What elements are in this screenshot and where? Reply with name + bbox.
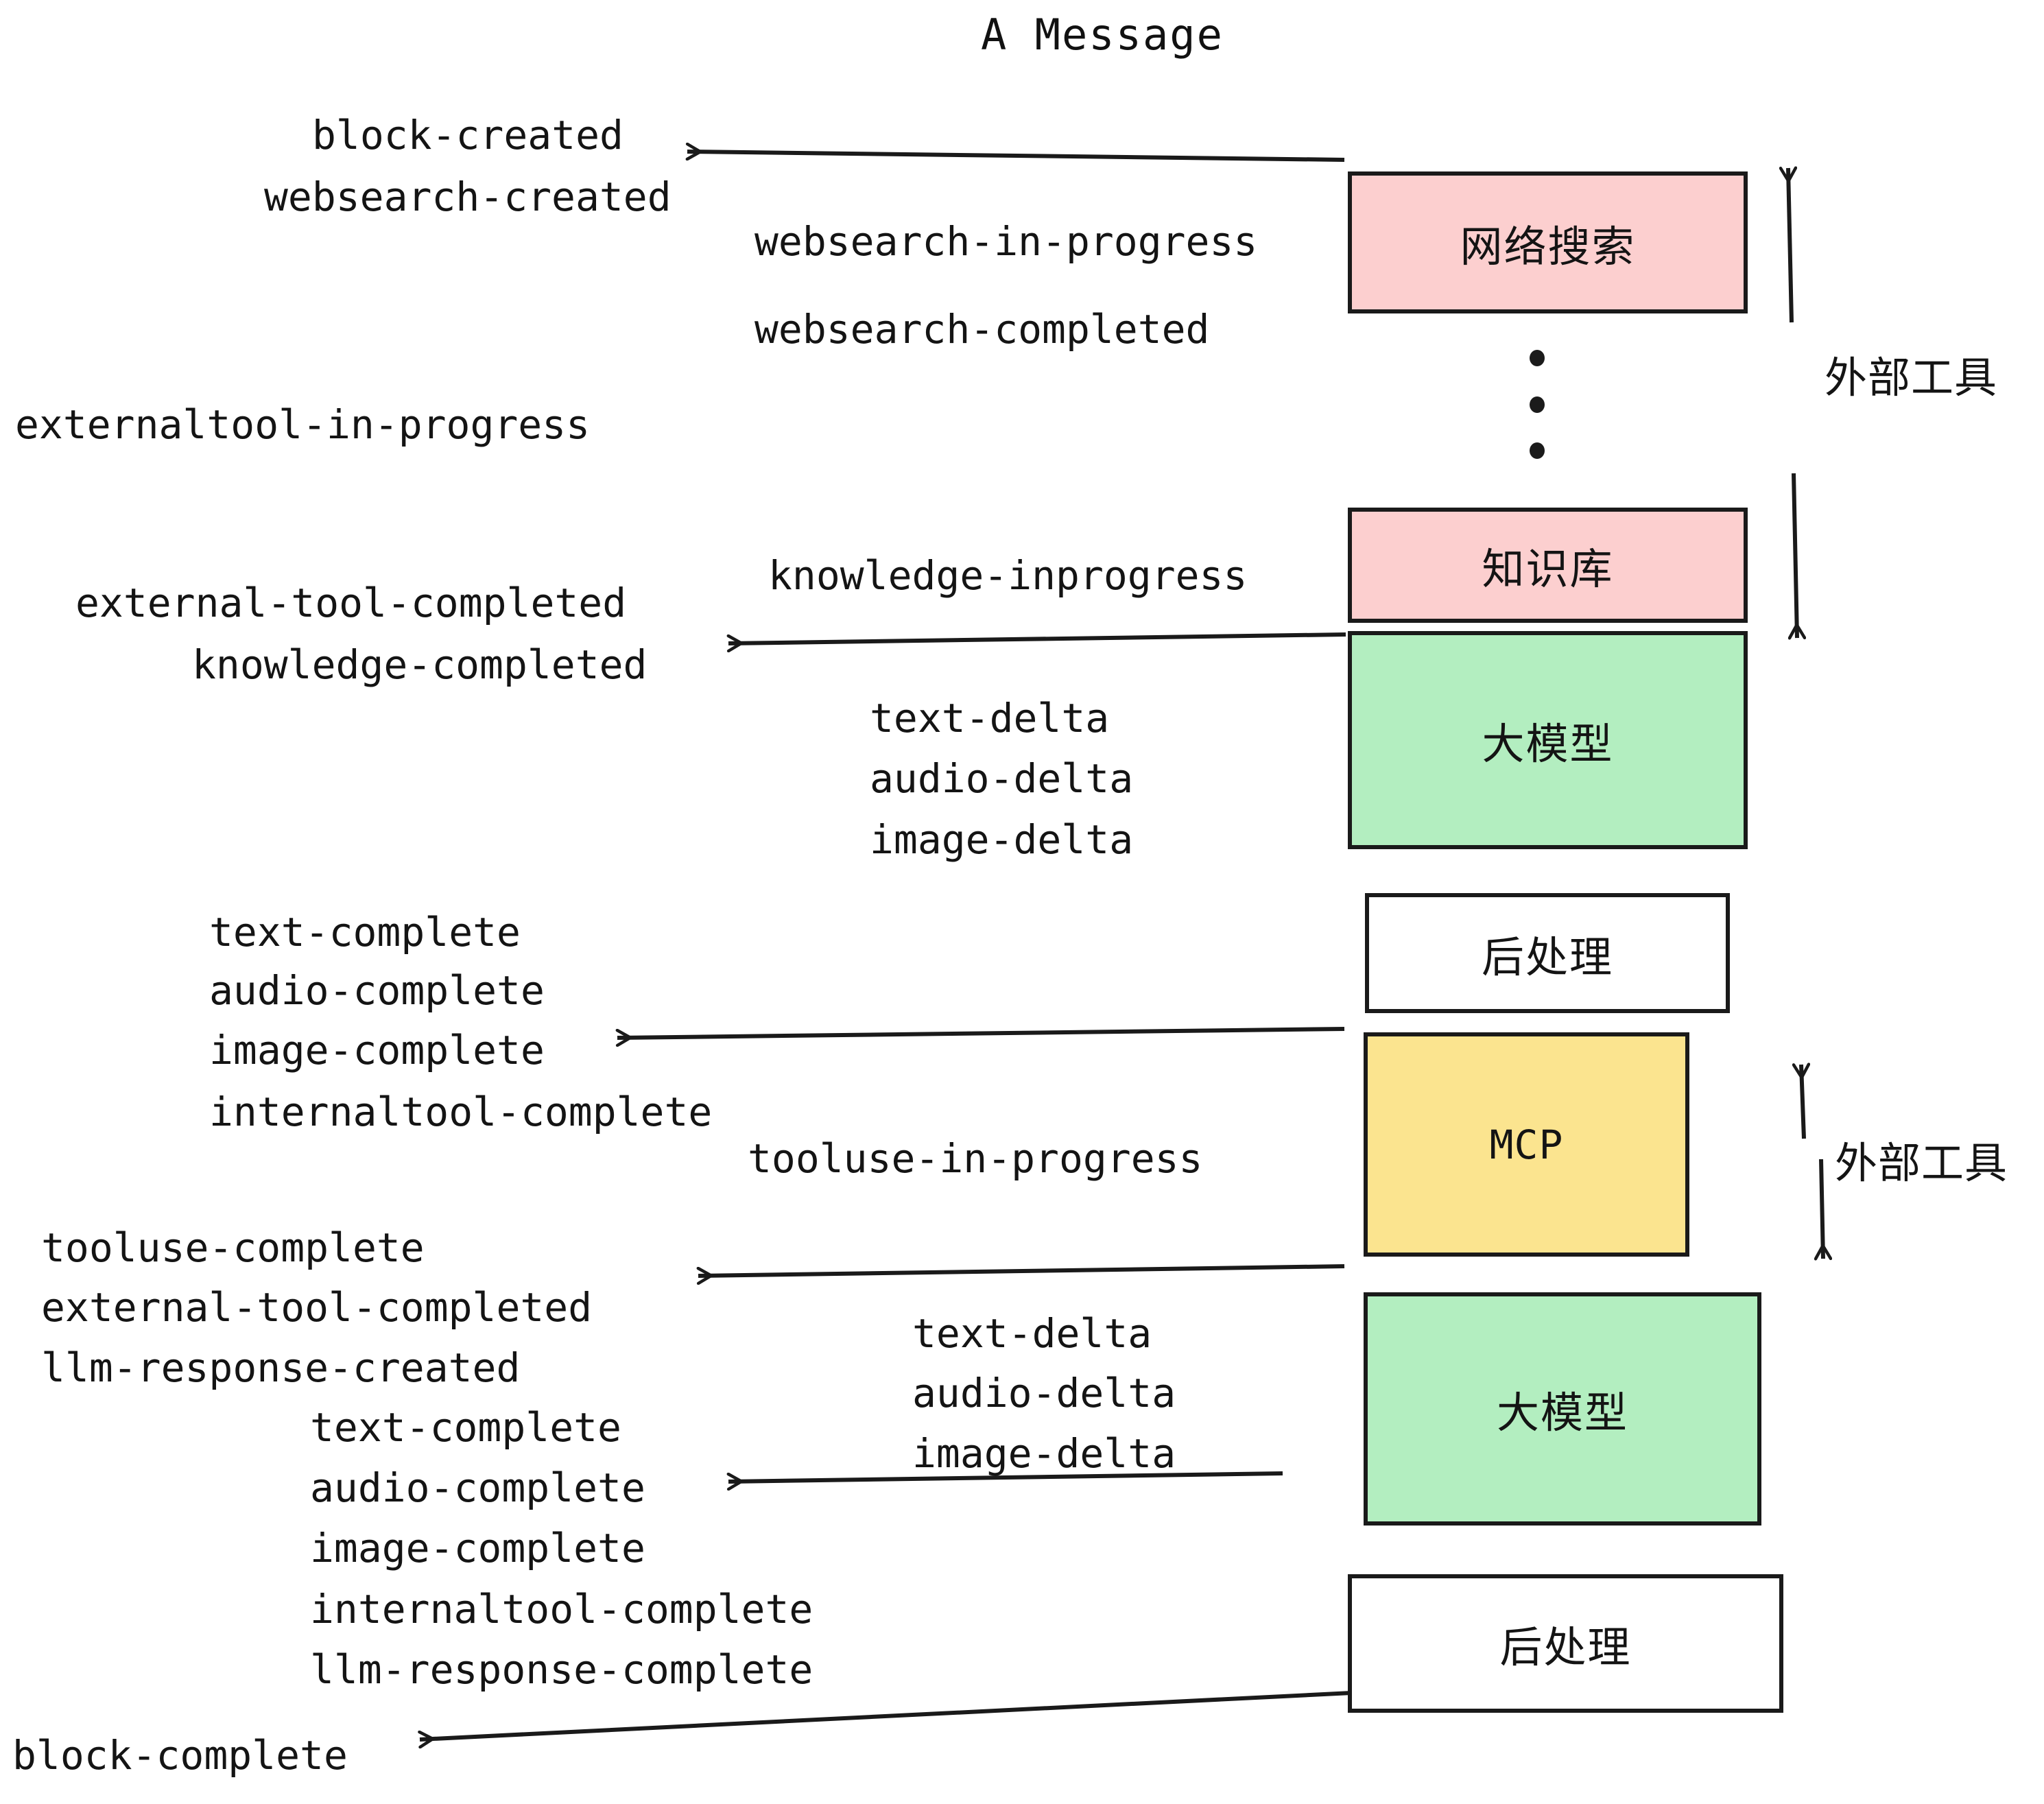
event-text-delta-1: text-delta	[870, 695, 1110, 741]
node-postprocess-2[interactable]: 后处理	[1348, 1574, 1783, 1713]
event-text-complete-1: text-complete	[209, 909, 521, 956]
event-tooluse-complete: tooluse-complete	[41, 1224, 425, 1271]
event-websearch-completed: websearch-completed	[754, 306, 1210, 353]
node-knowledge-label: 知识库	[1482, 544, 1614, 594]
external-tools-label-top: 外部工具	[1825, 353, 1998, 403]
event-image-delta-1: image-delta	[870, 816, 1134, 863]
event-tooluse-in-progress: tooluse-in-progress	[748, 1135, 1203, 1182]
event-block-complete: block-complete	[12, 1732, 348, 1779]
node-llm-1-label: 大模型	[1482, 719, 1614, 769]
event-llm-response-complete: llm-response-complete	[310, 1646, 813, 1693]
node-mcp[interactable]: MCP	[1364, 1032, 1689, 1257]
node-llm-2[interactable]: 大模型	[1364, 1292, 1761, 1526]
event-audio-delta-2: audio-delta	[912, 1370, 1176, 1416]
event-knowledge-inprogress: knowledge-inprogress	[768, 552, 1248, 599]
external-tools-label-bottom: 外部工具	[1835, 1138, 2008, 1188]
event-llm-response-created: llm-response-created	[41, 1344, 521, 1391]
node-mcp-label: MCP	[1489, 1121, 1564, 1168]
event-internaltool-complete-1: internaltool-complete	[209, 1089, 713, 1135]
event-image-delta-2: image-delta	[912, 1430, 1176, 1477]
event-external-tool-completed-2: external-tool-completed	[41, 1284, 593, 1331]
bracket-external-tools-bottom-up	[1801, 1065, 1804, 1139]
event-websearch-in-progress: websearch-in-progress	[754, 218, 1258, 265]
event-audio-delta-1: audio-delta	[870, 755, 1134, 802]
node-postprocess-1-label: 后处理	[1481, 931, 1613, 982]
event-image-complete-1: image-complete	[209, 1027, 545, 1073]
event-websearch-created: websearch-created	[264, 174, 672, 220]
ellipsis-dot-3	[1530, 442, 1545, 459]
event-block-created: block-created	[312, 112, 623, 158]
event-text-complete-2: text-complete	[310, 1404, 621, 1451]
event-audio-complete-2: audio-complete	[310, 1464, 645, 1511]
event-internaltool-complete-2: internaltool-complete	[310, 1586, 813, 1633]
node-websearch-label: 网络搜索	[1460, 221, 1636, 272]
node-llm-2-label: 大模型	[1496, 1388, 1628, 1438]
event-external-tool-completed-1: external-tool-completed	[75, 580, 627, 626]
ellipsis-dot-1	[1530, 350, 1545, 366]
node-knowledge[interactable]: 知识库	[1348, 508, 1748, 623]
arrow-knowledge-completed	[728, 632, 1346, 643]
arrow-image-complete	[617, 1027, 1345, 1038]
bracket-external-tools-top-down	[1794, 473, 1797, 638]
event-image-complete-2: image-complete	[310, 1525, 645, 1571]
event-audio-complete-1: audio-complete	[209, 967, 545, 1014]
bracket-external-tools-bottom-down	[1821, 1159, 1823, 1259]
bracket-external-tools-top-up	[1788, 168, 1792, 323]
node-websearch[interactable]: 网络搜索	[1348, 171, 1748, 313]
node-postprocess-1[interactable]: 后处理	[1365, 893, 1730, 1013]
arrow-tooluse-complete	[698, 1264, 1345, 1276]
arrow-block-created	[687, 152, 1345, 162]
event-text-delta-2: text-delta	[912, 1310, 1152, 1357]
arrow-block-complete	[420, 1691, 1352, 1740]
page-title: A Message	[981, 10, 1224, 60]
node-llm-1[interactable]: 大模型	[1348, 631, 1748, 849]
node-postprocess-2-label: 后处理	[1499, 1622, 1632, 1672]
ellipsis-dot-2	[1530, 396, 1545, 413]
event-knowledge-completed: knowledge-completed	[192, 641, 647, 688]
event-externaltool-in-progress: externaltool-in-progress	[15, 401, 591, 448]
